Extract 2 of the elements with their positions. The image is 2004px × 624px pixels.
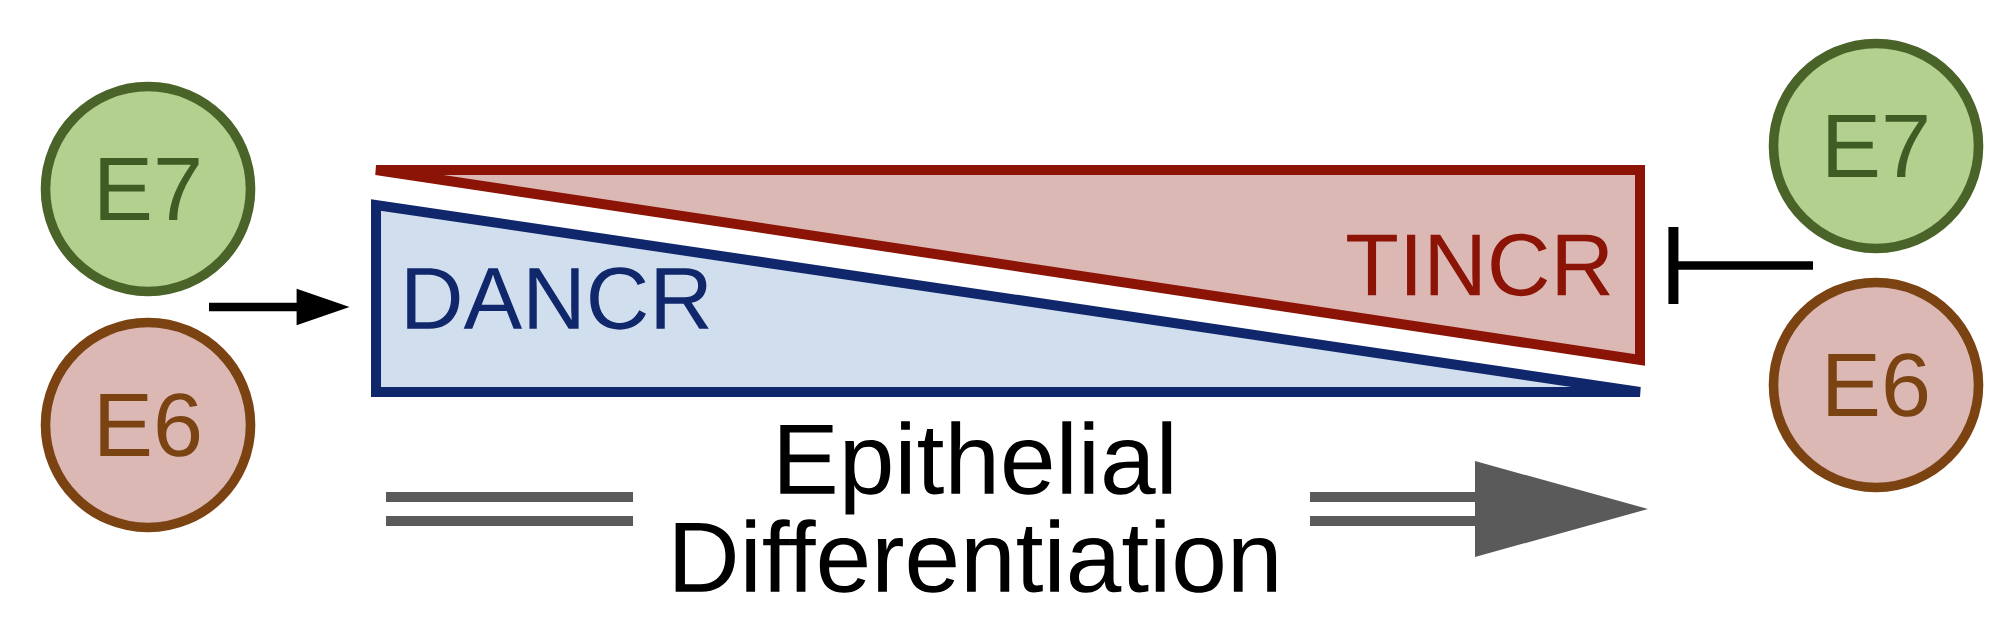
label: Epithelial Differentiation: [675, 421, 1277, 593]
inhibition-line: [1668, 227, 1813, 304]
